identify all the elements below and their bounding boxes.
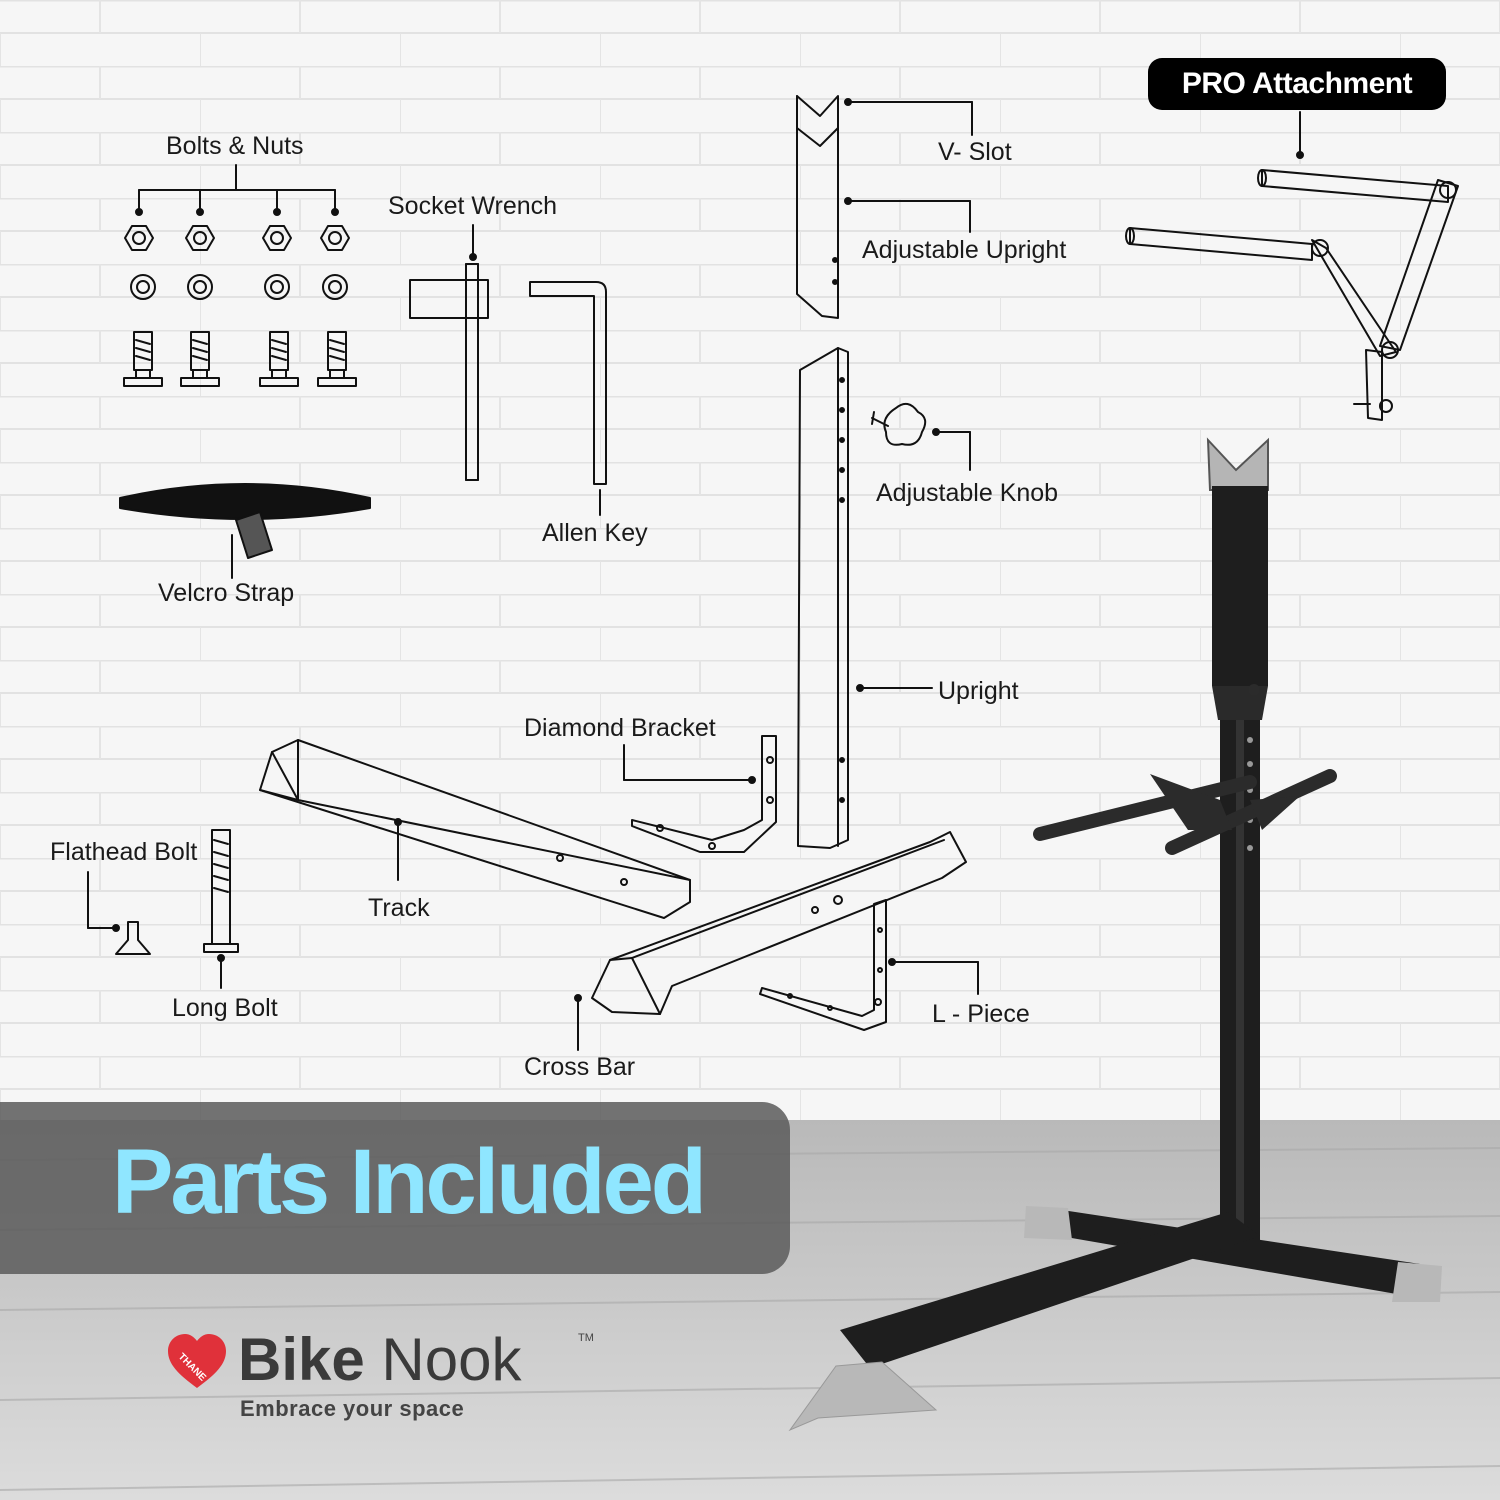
l-piece-icon <box>759 899 979 1031</box>
label-l-piece: L - Piece <box>932 1000 1030 1028</box>
label-flathead-bolt: Flathead Bolt <box>50 838 198 866</box>
bolts-nuts-leader <box>135 164 339 216</box>
velcro-strap-icon <box>119 483 371 579</box>
label-cross-bar: Cross Bar <box>524 1053 636 1081</box>
flathead-bolt-icon <box>87 871 151 955</box>
cross-bar-icon <box>574 831 967 1051</box>
label-adjustable-knob: Adjustable Knob <box>876 479 1059 507</box>
pro-attachment-icon <box>1125 111 1459 421</box>
upright-icon <box>797 347 933 849</box>
socket-wrench-icon <box>409 224 489 481</box>
bolt-icon <box>123 331 357 387</box>
adjustable-upright-icon <box>796 95 973 319</box>
label-adjustable-upright: Adjustable Upright <box>862 236 1067 264</box>
label-upright: Upright <box>938 677 1019 705</box>
adjustable-knob-icon <box>871 402 971 471</box>
parts-included-banner <box>0 1102 790 1274</box>
brand-tagline: Embrace your space <box>240 1396 465 1421</box>
pro-attachment-badge: PRO Attachment <box>1148 58 1446 110</box>
brand-name-second: Nook <box>381 1326 522 1393</box>
nut-icon <box>124 225 350 251</box>
label-socket-wrench: Socket Wrench <box>388 192 558 220</box>
label-allen-key: Allen Key <box>542 519 648 547</box>
label-bolts-nuts: Bolts & Nuts <box>166 132 304 160</box>
allen-key-icon <box>529 281 607 516</box>
label-velcro-strap: Velcro Strap <box>158 579 295 607</box>
label-long-bolt: Long Bolt <box>172 994 278 1022</box>
thane-heart-logo-icon: THANE <box>168 1334 226 1388</box>
label-v-slot: V- Slot <box>938 138 1012 166</box>
long-bolt-icon <box>203 829 239 989</box>
parts-included-title: Parts Included <box>112 1131 707 1233</box>
assembled-stand-image <box>788 437 1442 1432</box>
washer-icon <box>130 274 348 300</box>
brand-name: Bike Nook <box>238 1330 522 1390</box>
trademark-mark: TM <box>578 1332 594 1344</box>
brand-name-first: Bike <box>238 1326 365 1393</box>
track-icon <box>259 739 691 919</box>
diamond-bracket-icon <box>623 735 777 853</box>
label-diamond-bracket: Diamond Bracket <box>524 714 716 742</box>
label-track: Track <box>368 894 430 922</box>
